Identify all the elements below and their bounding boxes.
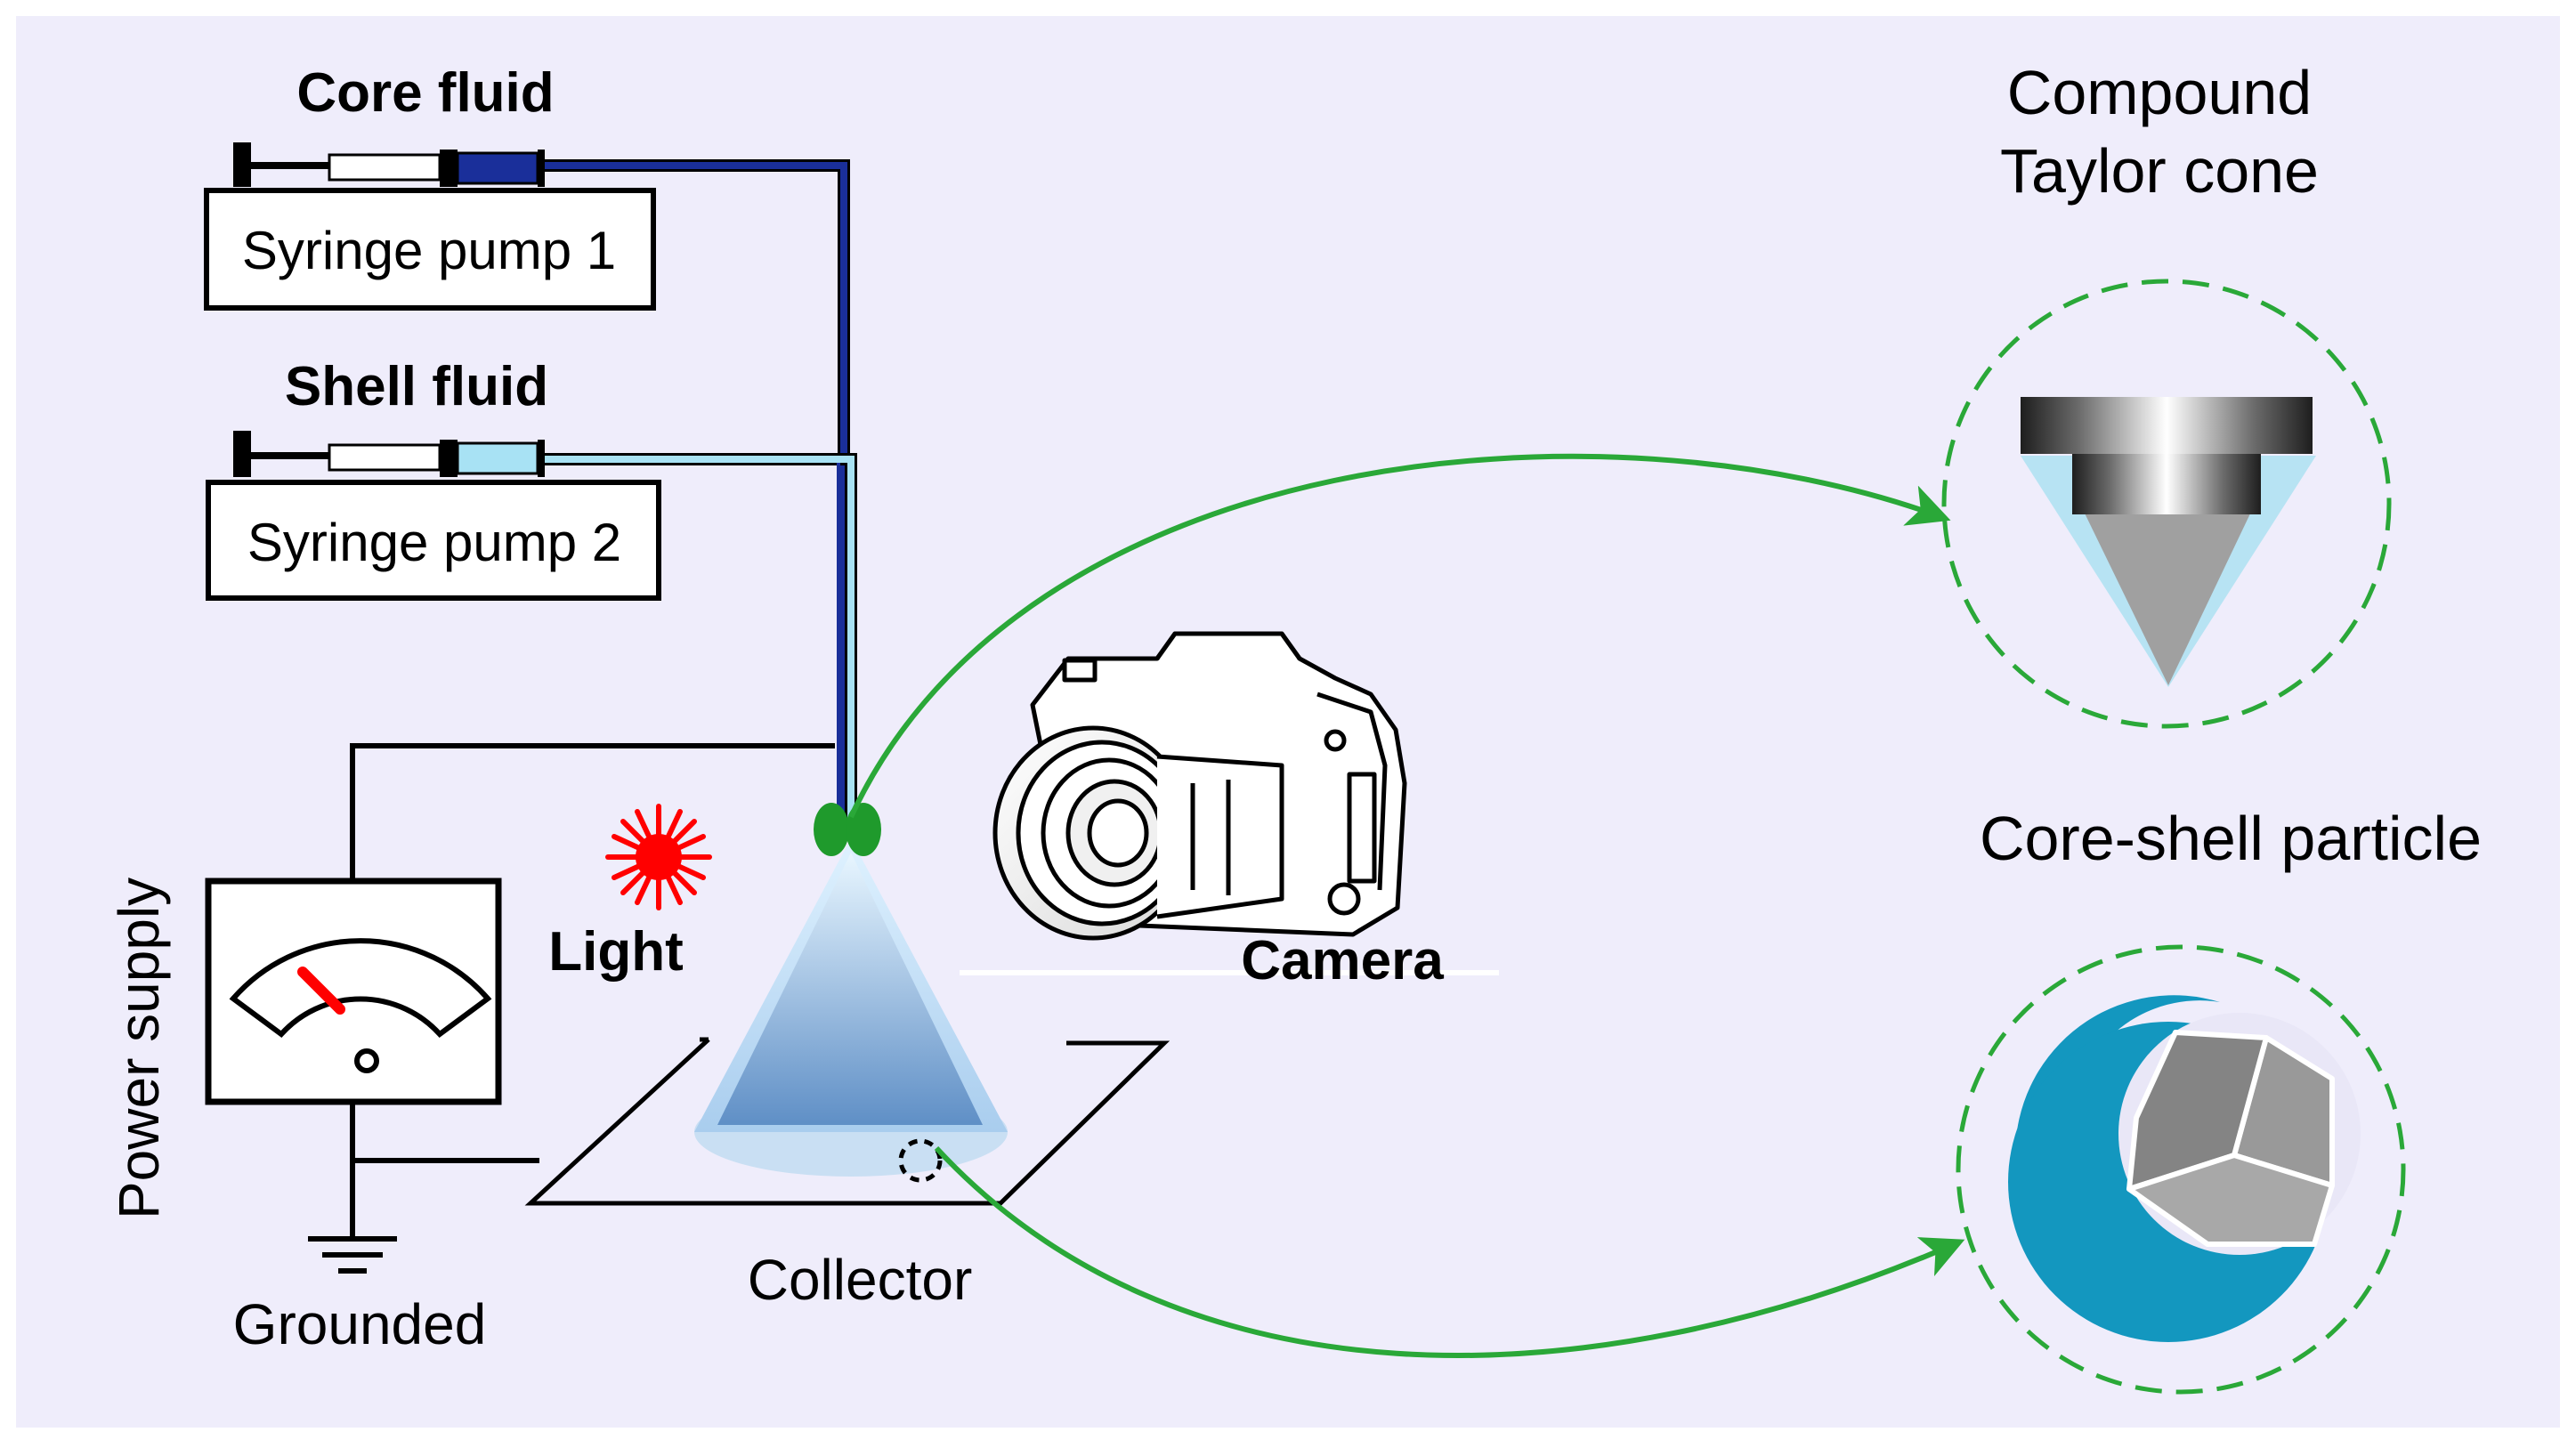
shell-fluid-label: Shell fluid <box>285 356 548 417</box>
particle-title: Core-shell particle <box>1980 804 2482 873</box>
power-supply: Power supply Grounded <box>107 743 835 1356</box>
syringe-1-icon <box>233 142 545 187</box>
fluid-tubing <box>545 159 857 819</box>
pump-2-label: Syringe pump 2 <box>247 513 621 572</box>
light-source: Light <box>548 804 712 983</box>
camera-icon <box>992 631 1407 941</box>
particle-zoom-circle <box>1956 944 2406 1395</box>
high-voltage-wire <box>350 743 835 881</box>
inner-needle <box>2072 454 2261 514</box>
pump-1-box <box>204 188 656 311</box>
syringe-2-icon <box>233 431 545 477</box>
arrow-to-taylor-cone <box>848 453 1951 819</box>
taylor-cone-title-line2: Taylor cone <box>2000 136 2319 206</box>
taylor-cone-zoom-circle <box>1941 279 2392 729</box>
particle-core <box>2126 1030 2335 1247</box>
compound-taylor-cone: Compound Taylor cone <box>1941 58 2392 729</box>
spray-plume-inner <box>717 853 983 1125</box>
meter-gauge-icon <box>229 938 492 1073</box>
taylor-cone-core <box>2074 491 2261 685</box>
particle-marker <box>898 1138 943 1183</box>
ground-symbol-icon <box>308 1236 397 1274</box>
syringe-pump-1: Core fluid Syringe pump 1 <box>204 62 656 311</box>
collector: Collector <box>524 1037 1171 1312</box>
core-shell-particle: Core-shell particle <box>1956 804 2482 1395</box>
collector-label: Collector <box>748 1248 973 1312</box>
core-fluid-label: Core fluid <box>296 62 554 124</box>
power-supply-label: Power supply <box>107 878 171 1219</box>
light-core <box>636 834 682 880</box>
electrospray-jet <box>694 803 1008 1183</box>
pump-1-label: Syringe pump 1 <box>242 221 616 280</box>
needle-tip-left <box>814 803 849 856</box>
camera-label: Camera <box>1241 930 1444 991</box>
syringe-pump-2: Shell fluid Syringe pump 2 <box>206 356 661 601</box>
grounded-label: Grounded <box>233 1292 487 1356</box>
taylor-cone-title-line1: Compound <box>2007 58 2312 127</box>
arrow-to-particle <box>934 1145 1965 1358</box>
needle-tip-right <box>846 803 881 856</box>
pump-2-box <box>206 480 661 601</box>
outer-needle <box>2021 397 2313 454</box>
collector-plate <box>524 1038 1171 1206</box>
light-label: Light <box>548 921 684 983</box>
